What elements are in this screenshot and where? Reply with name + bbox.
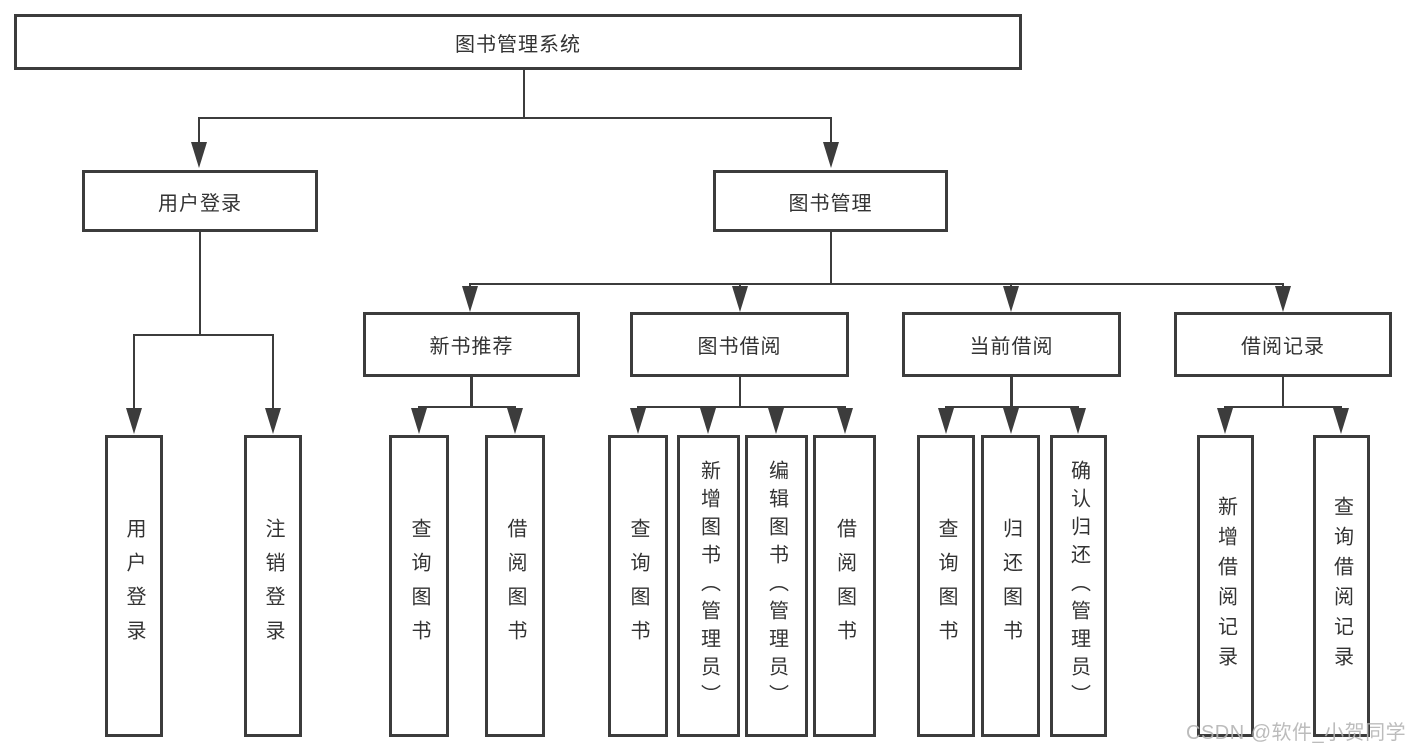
node-label: 确认归还（管理员） (1067, 460, 1090, 712)
node-query-borrow-record: 查询借阅记录 (1313, 435, 1370, 737)
arrowhead-down-icon (1275, 286, 1291, 312)
connector-bookmgmt-stem (829, 232, 833, 284)
arrowhead-down-icon (768, 408, 784, 434)
node-user-login-branch: 用户登录 (82, 170, 318, 232)
node-label: 当前借阅 (969, 336, 1054, 358)
arrowhead-down-icon (700, 408, 716, 434)
node-label: 借阅图书 (833, 518, 856, 654)
connector-root-stem (522, 70, 526, 118)
node-book-management: 图书管理 (713, 170, 948, 232)
connector-userlogin-split (132, 333, 275, 337)
node-label: 借阅记录 (1241, 336, 1325, 358)
node-library-management-system: 图书管理系统 (14, 14, 1022, 70)
connector-newbook-stem (470, 377, 473, 407)
node-add-books-admin: 新增图书（管理员） (677, 435, 740, 737)
node-query-books-borrowing: 查询图书 (608, 435, 668, 737)
node-label: 查询图书 (935, 518, 957, 654)
node-query-books-current: 查询图书 (917, 435, 975, 737)
node-label: 查询借阅记录 (1330, 496, 1353, 676)
node-borrow-books: 借阅图书 (813, 435, 876, 737)
node-borrowing-records: 借阅记录 (1174, 312, 1392, 377)
node-label: 借阅图书 (504, 518, 526, 654)
node-label: 用户登录 (123, 518, 145, 654)
arrowhead-down-icon (507, 408, 523, 434)
connector-root-split (197, 116, 833, 120)
node-edit-books-admin: 编辑图书（管理员） (745, 435, 808, 737)
node-borrow-books-recommend: 借阅图书 (485, 435, 545, 737)
connector-borrowing-split (636, 405, 846, 409)
connector-to-book-management (829, 118, 833, 146)
node-label: 用户登录 (158, 192, 242, 215)
arrowhead-down-icon (938, 408, 954, 434)
connector-to-user-login (197, 118, 201, 146)
connector-current-split (944, 405, 1080, 409)
arrowhead-down-icon (1217, 408, 1233, 434)
arrowhead-down-icon (191, 142, 207, 168)
arrowhead-down-icon (462, 286, 478, 312)
arrowhead-down-icon (1003, 408, 1019, 434)
arrowhead-down-icon (823, 142, 839, 168)
node-label: 归还图书 (999, 518, 1022, 654)
node-book-borrowing: 图书借阅 (630, 312, 849, 377)
arrowhead-down-icon (1070, 408, 1086, 434)
watermark: CSDN @软件_小贺同学 (1186, 722, 1405, 744)
connector-userlogin-stem (198, 232, 202, 335)
arrowhead-down-icon (411, 408, 427, 434)
node-query-books-recommend: 查询图书 (389, 435, 449, 737)
arrowhead-down-icon (265, 408, 281, 434)
node-label: 新增图书（管理员） (697, 460, 720, 712)
node-label: 查询图书 (408, 518, 430, 654)
connector-to-leaf (271, 335, 275, 412)
arrowhead-down-icon (1333, 408, 1349, 434)
node-user-login: 用户登录 (105, 435, 163, 737)
node-label: 新增借阅记录 (1214, 496, 1237, 676)
node-label: 编辑图书（管理员） (765, 460, 788, 712)
connector-current-stem (1010, 377, 1013, 407)
connector-to-leaf (132, 335, 136, 412)
arrowhead-down-icon (1003, 286, 1019, 312)
node-add-borrow-record: 新增借阅记录 (1197, 435, 1254, 737)
node-label: 新书推荐 (429, 336, 514, 358)
connector-records-split (1223, 405, 1343, 409)
node-new-book-recommend: 新书推荐 (363, 312, 580, 377)
connector-bookmgmt-split (468, 282, 1285, 286)
node-label: 注销登录 (262, 518, 284, 654)
node-return-books: 归还图书 (981, 435, 1040, 737)
arrowhead-down-icon (732, 286, 748, 312)
arrowhead-down-icon (126, 408, 142, 434)
node-label: 图书借阅 (697, 336, 782, 358)
node-logout: 注销登录 (244, 435, 302, 737)
connector-borrowing-stem (738, 377, 742, 407)
node-confirm-return-admin: 确认归还（管理员） (1050, 435, 1107, 737)
node-current-borrowing: 当前借阅 (902, 312, 1121, 377)
connector-newbook-split (417, 405, 517, 409)
arrowhead-down-icon (837, 408, 853, 434)
arrowhead-down-icon (630, 408, 646, 434)
node-label: 图书管理 (788, 192, 873, 215)
connector-records-stem (1281, 377, 1285, 407)
node-label: 查询图书 (627, 518, 649, 654)
node-label: 图书管理系统 (455, 33, 581, 56)
